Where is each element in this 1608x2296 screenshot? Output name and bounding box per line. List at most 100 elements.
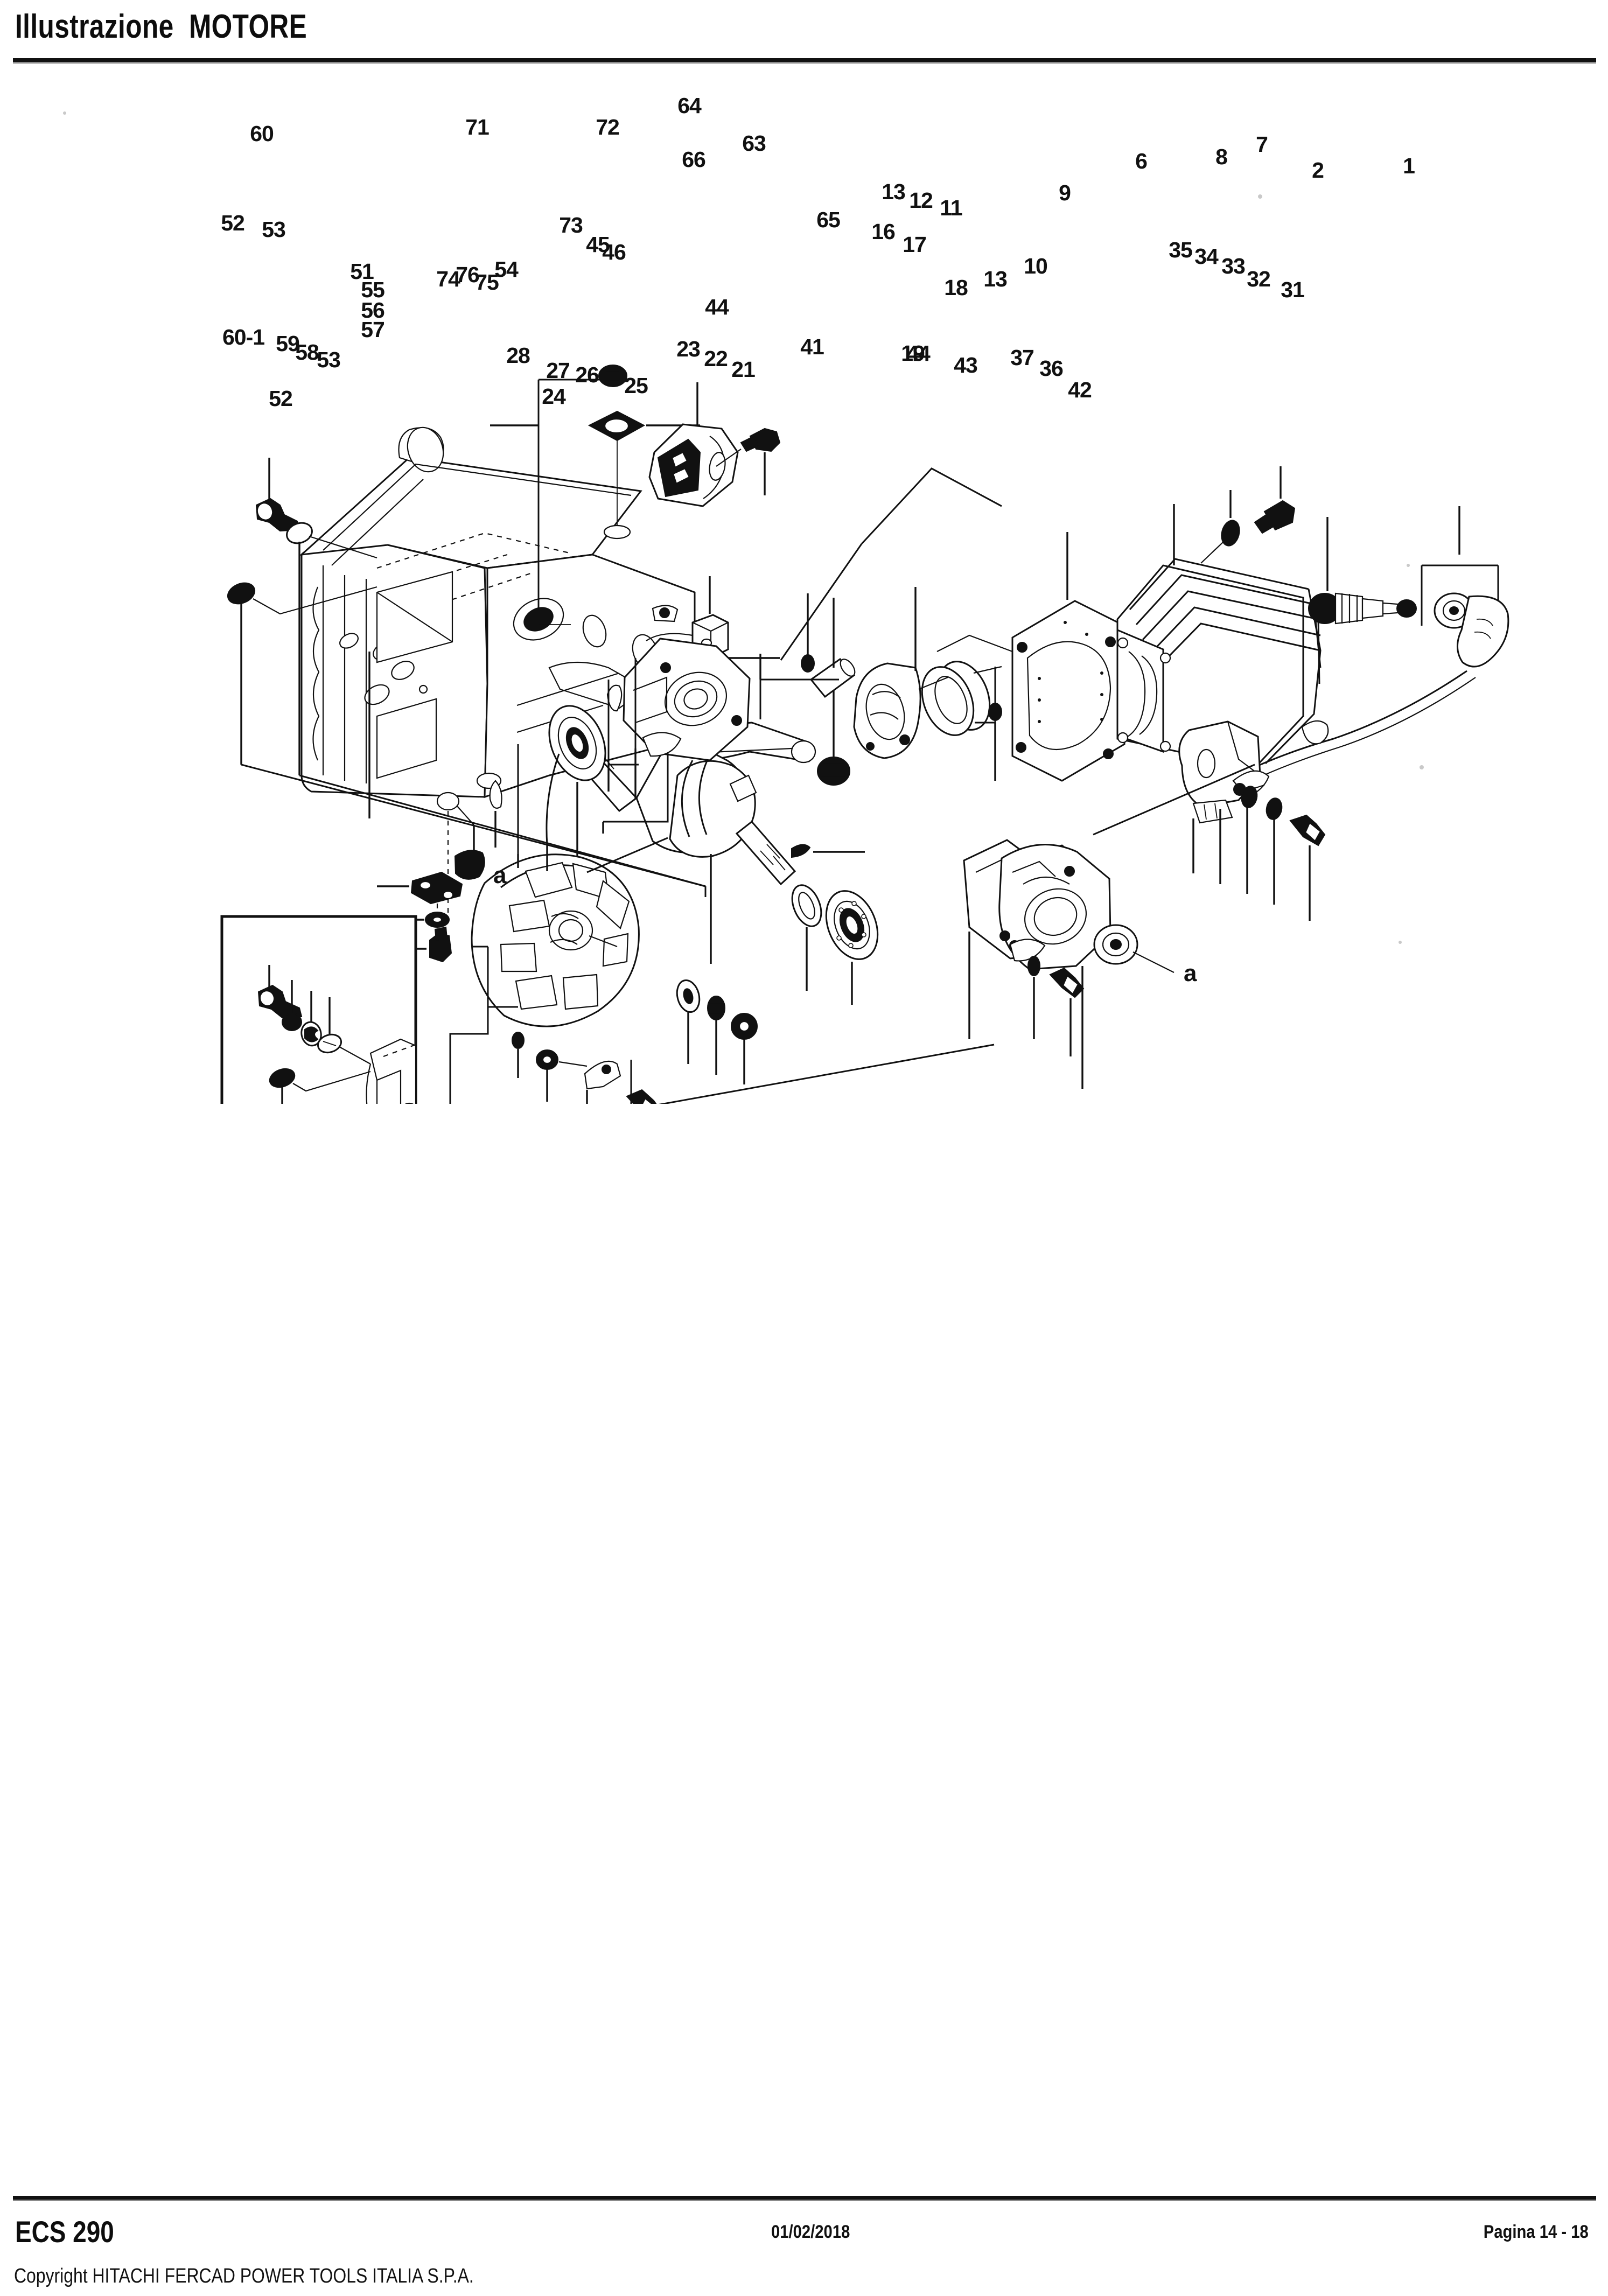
callout-label-18: 18	[944, 275, 968, 300]
callout-label-74: 74	[436, 267, 460, 291]
callout-label-60: 60	[250, 121, 274, 146]
footer-copyright: Copyright HITACHI FERCAD POWER TOOLS ITA…	[14, 2265, 474, 2287]
callout-label-6: 6	[1135, 149, 1147, 173]
callout-label-42: 42	[1068, 377, 1092, 402]
part-25-screw	[626, 1089, 657, 1104]
flywheel-fan-assembly	[449, 850, 758, 1104]
callout-label-26: 26	[575, 362, 599, 387]
callout-label-45: 45	[586, 232, 610, 257]
callout-label-9: 9	[1059, 180, 1071, 205]
callout-label-59: 59	[276, 331, 299, 356]
crankshaft-part-41	[575, 745, 796, 886]
callout-label-56: 56	[361, 298, 384, 323]
part-12-piston-pin	[809, 657, 856, 698]
part-63-bolt	[740, 428, 781, 452]
callout-label-21: 21	[731, 357, 755, 382]
inset-part-58-clip	[300, 1021, 322, 1047]
callout-label-13: 13	[983, 267, 1007, 291]
callout-label-63: 63	[742, 131, 766, 156]
marker-a-pump: a	[1184, 960, 1197, 986]
callout-label-66: 66	[682, 147, 705, 172]
callout-label-12: 12	[909, 188, 933, 213]
callout-label-54: 54	[494, 257, 519, 282]
part-19-seal	[791, 884, 822, 927]
callout-label-24: 24	[542, 384, 566, 409]
marker-a-flywheel: a	[493, 862, 507, 888]
part-10-piston-rings	[921, 661, 991, 736]
callout-label-23: 23	[676, 337, 700, 361]
callout-label-28: 28	[506, 343, 530, 368]
callout-label-41: 41	[800, 334, 824, 359]
pump-housing-assembly	[963, 839, 1174, 1089]
footer-date: 01/02/2018	[771, 2222, 850, 2242]
part-7-bolt	[1254, 500, 1296, 534]
callout-label-33: 33	[1221, 254, 1245, 278]
reference-markers: a a	[493, 862, 1197, 986]
callout-label-58: 58	[295, 340, 319, 365]
callout-label-13: 13	[882, 179, 905, 204]
callout-label-43: 43	[954, 353, 977, 377]
callout-label-53: 53	[317, 347, 340, 372]
callout-label-11: 11	[940, 195, 962, 220]
callout-label-46: 46	[602, 240, 626, 264]
callout-label-52: 52	[269, 386, 292, 411]
page-footer: ECS 290 01/02/2018 Pagina 14 - 18 Copyri…	[0, 2186, 1608, 2296]
page-header: Illustrazione MOTORE	[0, 0, 1608, 70]
callout-label-60_1: 60-1	[222, 325, 264, 349]
page-title: Illustrazione MOTORE	[15, 8, 307, 45]
callout-label-72: 72	[596, 115, 619, 139]
crankcase-fasteners-upper-left	[227, 458, 377, 775]
footer-page-number: Pagina 14 - 18	[1483, 2222, 1589, 2242]
callout-label-64: 64	[677, 93, 702, 118]
callout-label-22: 22	[704, 346, 728, 371]
part-36-bolt	[1049, 967, 1085, 998]
inset-detail-box	[220, 915, 417, 1104]
part-9-gasket	[1011, 600, 1125, 782]
callout-label-10: 10	[1024, 254, 1047, 278]
part-1-plug-cap	[1421, 564, 1509, 668]
callout-label-44: 44	[705, 295, 729, 319]
header-divider	[13, 58, 1596, 62]
callout-label-2: 2	[1312, 158, 1324, 183]
grouping-brackets	[241, 467, 1255, 1104]
callout-label-19: 19	[901, 341, 925, 366]
callout-label-36: 36	[1039, 356, 1063, 381]
footer-divider	[13, 2196, 1596, 2200]
callout-label-16: 16	[871, 219, 895, 244]
part-57-bolt	[429, 926, 452, 963]
part-18-key	[791, 844, 811, 858]
ignition-coil-assembly	[1178, 720, 1326, 921]
callout-label-57: 57	[361, 317, 384, 342]
callout-label-34: 34	[1194, 244, 1219, 269]
top-cover-parts	[490, 365, 781, 659]
callout-label-31: 31	[1281, 277, 1304, 302]
part-2-spark-plug	[1308, 592, 1417, 625]
callout-label-7: 7	[1256, 132, 1268, 157]
cylinder-assembly	[936, 466, 1509, 782]
parts-illustration-svg: 1267891011121313161718192122232425262728…	[63, 93, 1509, 1104]
crankcase-half-right	[602, 638, 751, 834]
callout-label-76: 76	[456, 262, 479, 287]
part-11-piston	[853, 662, 921, 759]
callout-label-17: 17	[903, 232, 926, 257]
inset-part-60-1-screw	[257, 984, 303, 1019]
callout-label-52: 52	[221, 211, 244, 235]
callout-label-37: 37	[1010, 345, 1034, 370]
part-55-plate	[410, 871, 463, 905]
callout-label-71: 71	[465, 115, 489, 139]
part-31-screw	[1289, 814, 1326, 846]
part-6-cylinder	[1116, 558, 1322, 769]
callout-label-51: 51	[350, 259, 374, 284]
callout-label-73: 73	[559, 213, 583, 237]
callout-label-35: 35	[1169, 237, 1192, 262]
callout-label-75: 75	[475, 270, 499, 295]
callout-label-32: 32	[1247, 267, 1270, 291]
part-44-bearing-left	[548, 705, 606, 781]
callout-label-1: 1	[1403, 153, 1415, 178]
callout-label-25: 25	[624, 373, 648, 398]
callout-label-53: 53	[262, 217, 285, 242]
callout-label-27: 27	[546, 358, 570, 383]
callout-label-65: 65	[816, 207, 840, 232]
